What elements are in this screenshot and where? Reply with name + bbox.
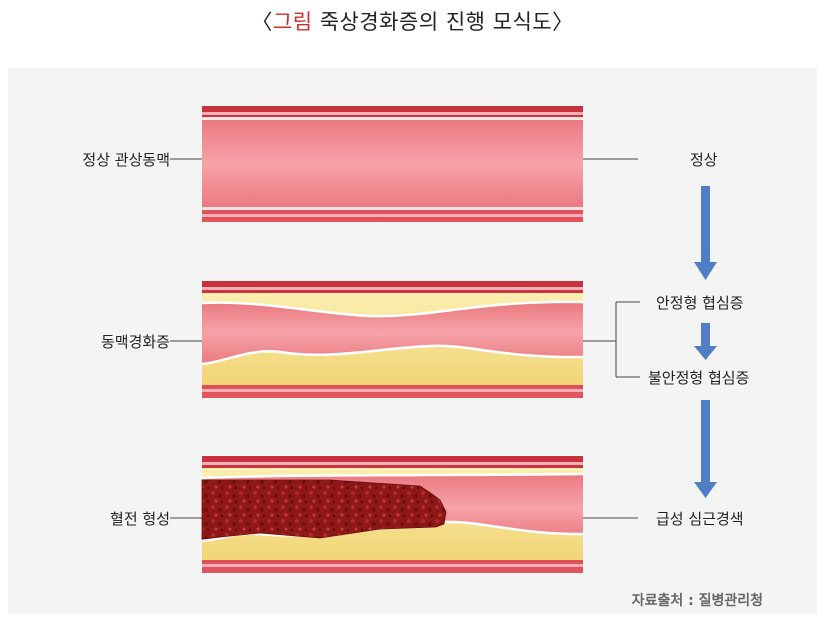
right-leader-lines — [583, 158, 640, 519]
thrombus-clot — [201, 479, 447, 540]
left-leader-lines — [170, 158, 202, 519]
thrombus-artery — [201, 456, 584, 573]
arrow-down-icon — [694, 323, 717, 360]
label-thrombus-formation: 혈전 형성 — [110, 510, 170, 528]
label-acute-mi: 급성 심근경색 — [656, 510, 744, 528]
title-open-bracket: 〈 — [251, 10, 273, 34]
atherosclerotic-artery — [201, 281, 584, 398]
arrow-down-icon — [694, 400, 717, 498]
title-close-bracket: 〉 — [552, 10, 574, 34]
label-unstable-angina: 불안정형 협심증 — [648, 369, 750, 387]
label-normal-coronary-artery: 정상 관상동맥 — [82, 151, 170, 169]
label-stable-angina: 안정형 협심증 — [656, 294, 744, 312]
progression-arrows — [694, 186, 717, 498]
normal-artery — [202, 106, 583, 222]
title-text: 죽상경화증의 진행 모식도 — [312, 10, 553, 34]
title-highlight: 그림 — [272, 10, 313, 34]
figure-title: 〈그림 죽상경화증의 진행 모식도〉 — [0, 6, 825, 36]
label-normal: 정상 — [690, 151, 718, 169]
source-credit: 자료출처 : 질병관리청 — [631, 593, 763, 609]
arrow-down-icon — [694, 186, 717, 280]
label-atherosclerosis: 동맥경화증 — [100, 333, 170, 351]
